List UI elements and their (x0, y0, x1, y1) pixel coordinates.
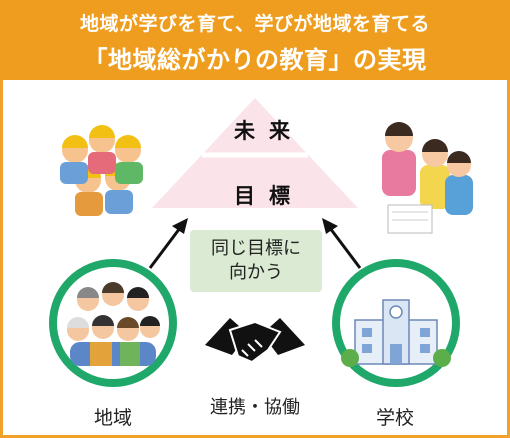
arrow-right-line (328, 227, 362, 269)
header-banner: 地域が学びを育て、学びが地域を育てる 「地域総がかりの教育」の実現 (0, 0, 510, 80)
school-label: 学校 (375, 407, 414, 429)
children-hats-illustration (60, 125, 143, 216)
cooperation-label: 連携・協働 (210, 397, 300, 418)
header-title-line1: 地域が学びを育て、学びが地域を育てる (79, 13, 431, 35)
common-goal-line1: 同じ目標に (211, 238, 301, 259)
common-goal-line2: 向かう (229, 262, 283, 283)
pyramid-top-label: 未来 (234, 119, 304, 143)
school-building-icon (341, 299, 451, 367)
community-label: 地域 (93, 407, 132, 429)
teacher-students-illustration (382, 122, 473, 234)
arrow-left-line (148, 227, 182, 269)
pyramid-middle-label: 目標 (234, 184, 304, 208)
handshake-icon (205, 318, 305, 364)
community-people-illustration (67, 282, 160, 366)
header-title-line2: 「地域総がかりの教育」の実現 (83, 46, 427, 74)
common-goal-box: 同じ目標に 向かう (190, 230, 322, 292)
arrow-right-head (322, 218, 338, 234)
arrow-left-head (172, 218, 188, 234)
